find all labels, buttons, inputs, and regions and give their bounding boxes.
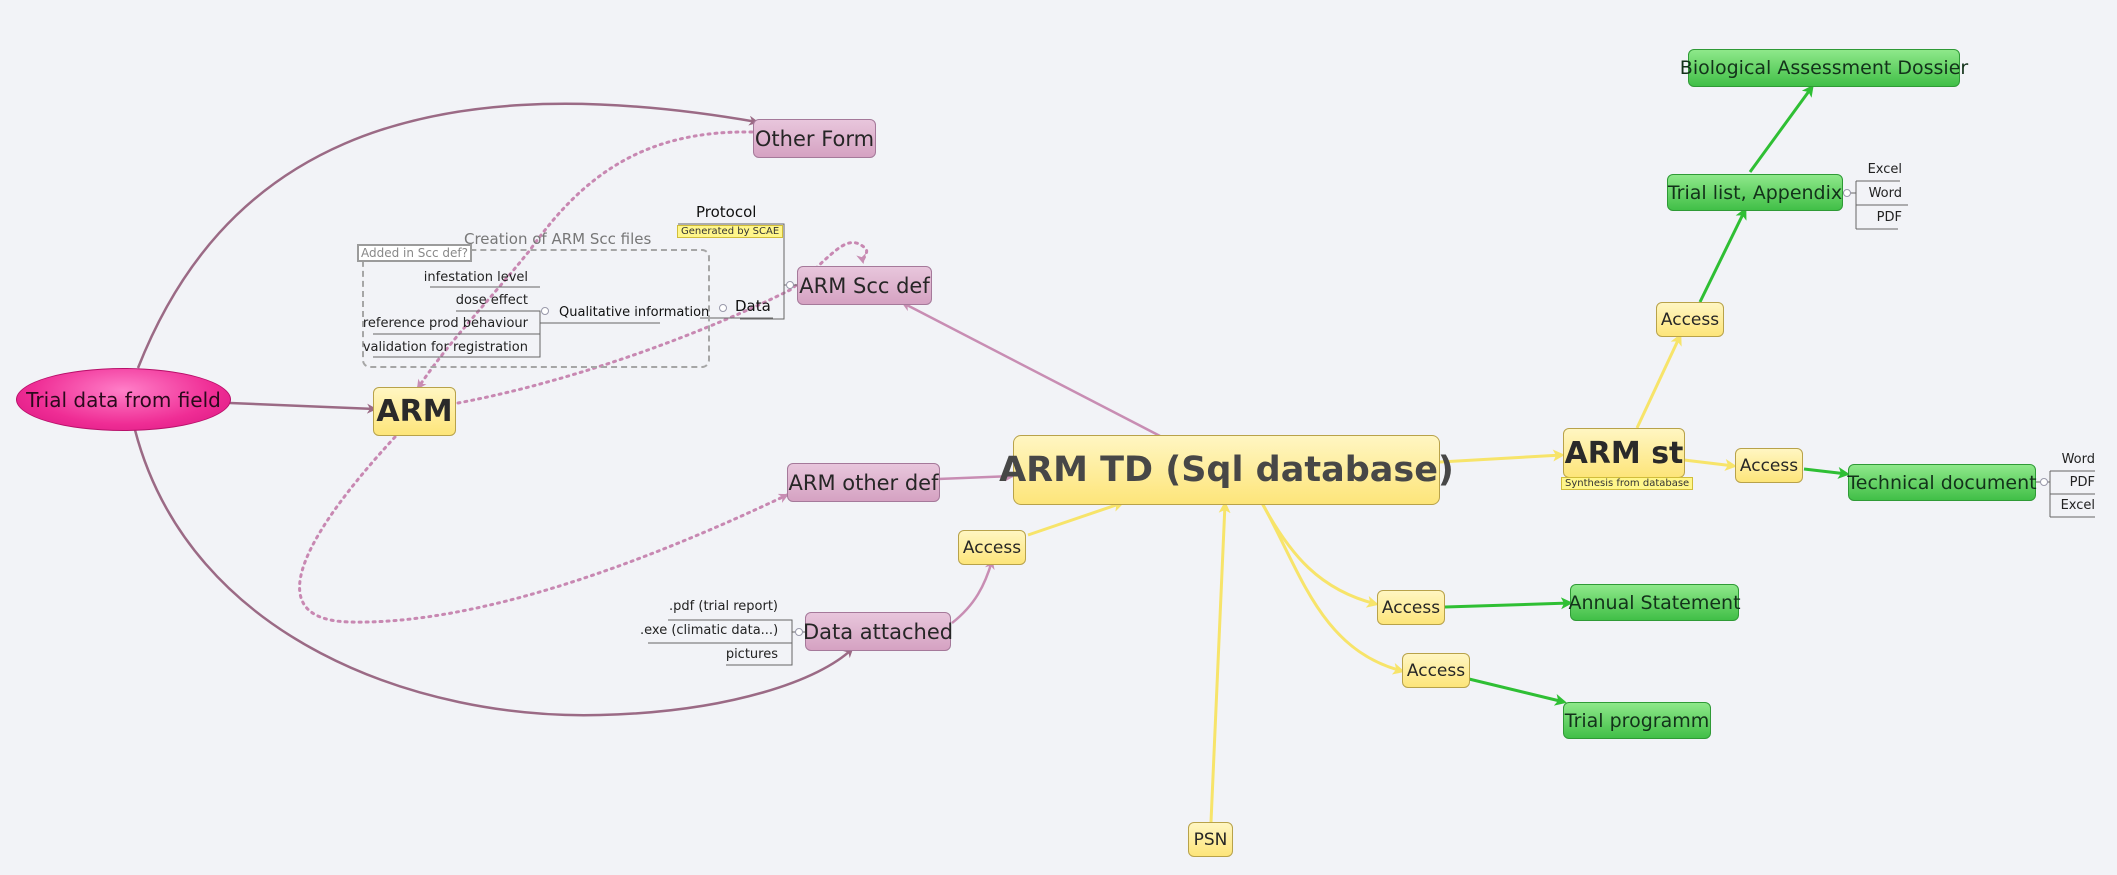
dotted-arm-to-scc-def — [456, 241, 869, 405]
connector-data-attached-to-access — [951, 559, 995, 624]
attachment-item[interactable]: .exe (climatic data...) — [640, 623, 779, 638]
topic-data-attached[interactable]: Data attached — [803, 612, 953, 651]
synthesis-tag: Synthesis from database — [1561, 477, 1694, 490]
connector-trial-list-to-bio — [1748, 84, 1814, 173]
collapse-dot-data[interactable] — [719, 304, 727, 312]
boundary-creation-of-arm-scc[interactable] — [362, 249, 710, 368]
trial-list-format-lines — [1842, 180, 1908, 230]
connector-access-to-center — [1027, 500, 1125, 537]
generated-by-scae-tag: Generated by SCAE — [677, 225, 784, 238]
connector-psn-to-center — [1209, 501, 1231, 823]
topic-trial-data-from-field[interactable]: Trial data from field — [16, 368, 231, 431]
topic-access-annual[interactable]: Access — [1377, 590, 1445, 625]
dotted-arm-to-arm-other — [298, 435, 789, 624]
connector-center-to-access-annual — [1260, 502, 1379, 608]
collapse-dot-technical[interactable] — [2040, 478, 2048, 486]
boundary-item[interactable]: infestation level — [423, 270, 528, 285]
topic-technical-document[interactable]: Technical document — [1847, 464, 2037, 501]
topic-arm-other-def[interactable]: ARM other def — [787, 463, 940, 502]
topic-biological-assessment-dossier[interactable]: Biological Assessment Dossier — [1680, 49, 1968, 87]
topic-access-technical[interactable]: Access — [1735, 448, 1803, 483]
trial-list-format[interactable]: Excel — [1867, 162, 1902, 177]
technical-format[interactable]: Excel — [2060, 498, 2095, 513]
topic-trial-list-appendix[interactable]: Trial list, Appendix — [1667, 174, 1843, 211]
connector-arm-st-to-access-right — [1683, 458, 1737, 471]
trial-list-format[interactable]: PDF — [1876, 210, 1902, 225]
topic-access-trial-list[interactable]: Access — [1656, 302, 1724, 337]
topic-arm-scc-def[interactable]: ARM Scc def — [797, 266, 932, 305]
connector-trial-to-arm — [229, 401, 377, 414]
boundary-tag: Added in Scc def? — [357, 244, 473, 262]
connector-access-to-technical — [1803, 467, 1850, 479]
dotted-other-form-to-arm — [416, 130, 754, 390]
boundary-item[interactable]: reference prod behaviour — [362, 316, 528, 331]
trial-list-format[interactable]: Word — [1868, 186, 1902, 201]
connector-arm-other-to-center — [937, 471, 1015, 482]
boundary-title: Creation of ARM Scc files — [464, 230, 652, 248]
collapse-dot-trial-list[interactable] — [1843, 189, 1851, 197]
connector-trial-to-other-form — [136, 102, 759, 369]
connector-access-to-programm — [1468, 677, 1567, 706]
collapse-dot-attachments[interactable] — [795, 628, 803, 636]
topic-annual-statement[interactable]: Annual Statement — [1568, 584, 1741, 621]
technical-format-lines — [2035, 470, 2095, 518]
collapse-dot-qualitative[interactable] — [541, 307, 549, 315]
boundary-item[interactable]: dose effect — [455, 293, 528, 308]
attachment-item[interactable]: pictures — [725, 647, 778, 662]
boundary-item-lines — [373, 286, 773, 358]
attachment-item[interactable]: .pdf (trial report) — [669, 599, 778, 614]
connector-access-to-annual — [1444, 597, 1573, 610]
connector-center-to-arm-st — [1439, 449, 1565, 464]
data-label[interactable]: Data — [735, 297, 771, 315]
topic-arm-st[interactable]: ARM st — [1563, 428, 1685, 478]
technical-format[interactable]: PDF — [2069, 475, 2095, 490]
topic-access-programm[interactable]: Access — [1402, 653, 1470, 688]
topic-psn[interactable]: PSN — [1188, 822, 1233, 857]
technical-format[interactable]: Word — [2061, 452, 2095, 467]
connector-trial-to-data-attached — [133, 429, 854, 717]
topic-other-form[interactable]: Other Form — [753, 119, 876, 158]
topic-trial-programm[interactable]: Trial programm — [1563, 702, 1711, 739]
topic-central-arm-td[interactable]: ARM TD (Sql database) — [999, 435, 1454, 505]
connector-center-to-access-programm — [1260, 502, 1405, 675]
topic-arm[interactable]: ARM — [373, 387, 456, 436]
boundary-item[interactable]: validation for registration — [362, 340, 528, 355]
protocol-label[interactable]: Protocol — [696, 203, 757, 221]
connector-center-to-scc-def — [901, 301, 1161, 438]
collapse-dot-protocol[interactable] — [786, 281, 794, 289]
connector-access-to-trial-list — [1698, 207, 1747, 303]
connector-arm-st-to-access-top — [1635, 333, 1682, 429]
topic-access-data[interactable]: Access — [958, 530, 1026, 565]
qualitative-information-label[interactable]: Qualitative information — [559, 305, 710, 320]
